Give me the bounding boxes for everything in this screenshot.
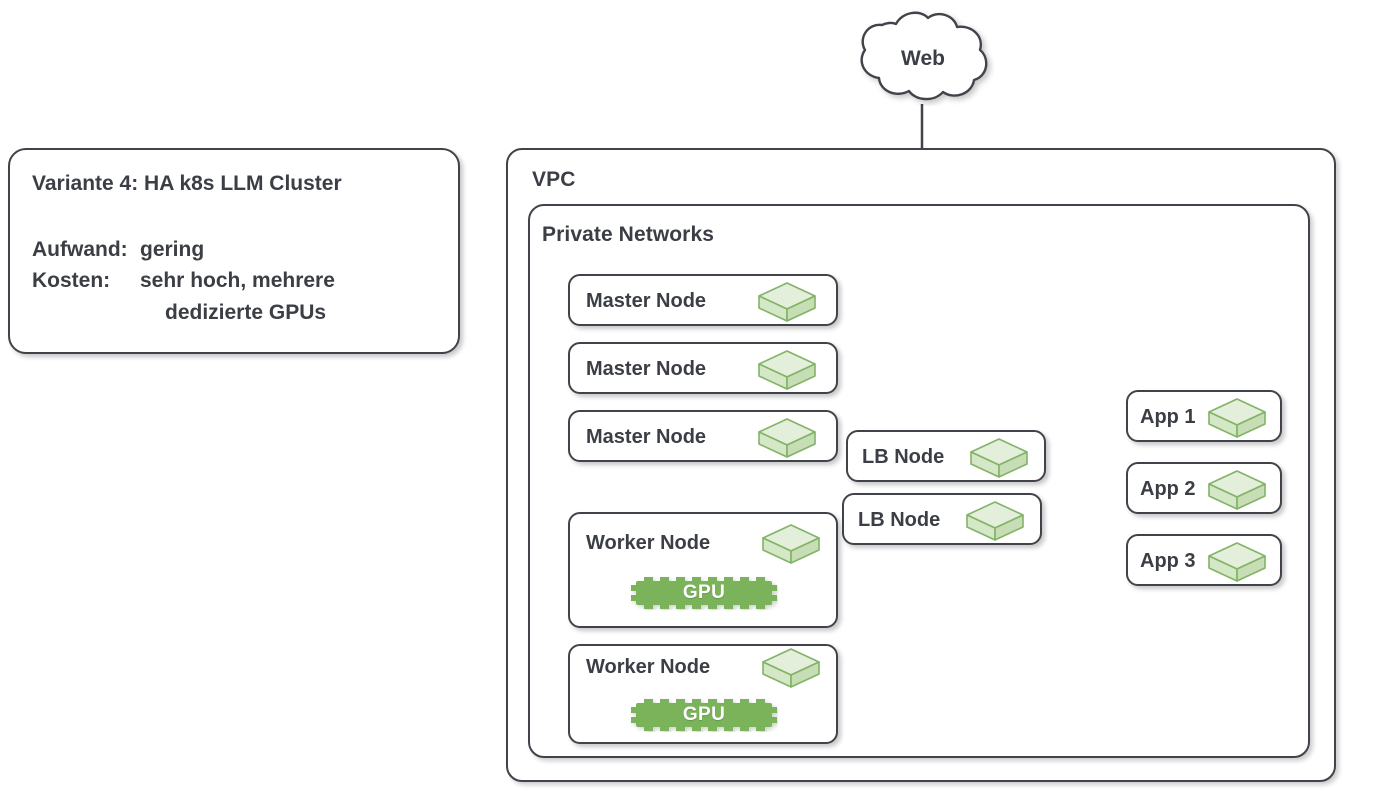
master-node-3[interactable]: Master Node — [568, 410, 838, 462]
server-cube-icon — [760, 522, 822, 566]
worker-node-1-label: Worker Node — [586, 532, 711, 554]
info-row-kosten-key: Kosten: — [32, 269, 111, 292]
app-node-2-label: App 2 — [1140, 478, 1196, 500]
app-node-1-label: App 1 — [1140, 406, 1196, 428]
info-card-title: Variante 4: HA k8s LLM Cluster — [32, 172, 342, 195]
worker-node-1[interactable]: Worker Node — [568, 512, 838, 628]
master-node-2-label: Master Node — [586, 358, 707, 380]
info-row-aufwand-value: gering — [140, 238, 205, 261]
server-cube-icon — [760, 646, 822, 690]
server-cube-icon — [968, 436, 1030, 480]
lb-node-2-label: LB Node — [858, 509, 941, 531]
server-cube-icon — [1206, 540, 1268, 584]
master-node-3-label: Master Node — [586, 426, 707, 448]
web-cloud[interactable]: Web — [852, 8, 994, 106]
lb-node-2[interactable]: LB Node — [842, 493, 1042, 545]
cloud-icon — [860, 11, 988, 101]
app-node-2[interactable]: App 2 — [1126, 462, 1282, 514]
server-cube-icon — [756, 280, 818, 324]
worker-node-2-label: Worker Node — [586, 656, 711, 678]
server-cube-icon — [964, 499, 1026, 543]
app-node-3[interactable]: App 3 — [1126, 534, 1282, 586]
info-card: Variante 4: HA k8s LLM Cluster Aufwand: … — [8, 148, 460, 354]
server-cube-icon — [1206, 468, 1268, 512]
server-cube-icon — [756, 348, 818, 392]
info-row-kosten-value: sehr hoch, mehrere — [140, 269, 335, 292]
master-node-1[interactable]: Master Node — [568, 274, 838, 326]
info-row-aufwand-key: Aufwand: — [32, 238, 128, 261]
info-row-kosten-value-cont: dedizierte GPUs — [165, 301, 327, 324]
server-cube-icon — [756, 416, 818, 460]
gpu-chip-icon: GPU — [630, 698, 778, 732]
worker-node-2[interactable]: Worker Node — [568, 644, 838, 744]
master-node-1-label: Master Node — [586, 290, 707, 312]
lb-node-1[interactable]: LB Node — [846, 430, 1046, 482]
app-node-1[interactable]: App 1 — [1126, 390, 1282, 442]
gpu-chip-icon: GPU — [630, 576, 778, 610]
web-cloud-label: Web — [901, 47, 945, 70]
lb-node-1-label: LB Node — [862, 446, 945, 468]
app-node-3-label: App 3 — [1140, 550, 1196, 572]
private-networks-label: Private Networks — [542, 223, 715, 246]
master-node-2[interactable]: Master Node — [568, 342, 838, 394]
server-cube-icon — [1206, 396, 1268, 440]
vpc-label: VPC — [532, 168, 576, 191]
